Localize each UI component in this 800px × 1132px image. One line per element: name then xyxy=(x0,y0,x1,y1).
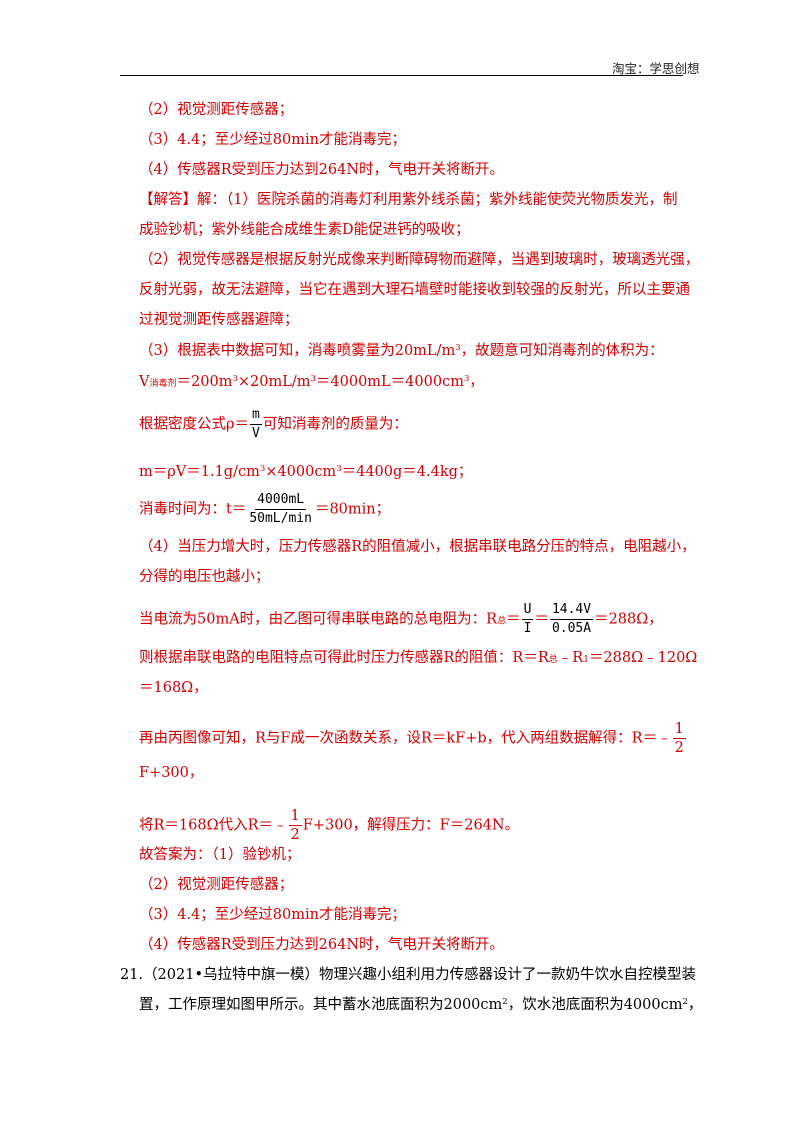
page-header-brand: 淘宝：学思创想 xyxy=(612,61,700,76)
solution-line-5: 过视觉测距传感器避障； xyxy=(139,312,299,328)
sensor-resistance-result: ＝168Ω， xyxy=(139,680,208,696)
solution-line-7: （4）当压力增大时，压力传感器R的阻值减小，根据串联电路分压的特点，电阻越小， xyxy=(139,539,696,555)
header-rule xyxy=(120,75,683,76)
solution-line-6: （3）根据表中数据可知，消毒喷雾量为20mL/m3，故题意可知消毒剂的体积为： xyxy=(139,343,664,359)
mass-equation: m＝ρV＝1.1g/cm3×4000cm3＝4400g＝4.4kg； xyxy=(139,464,473,480)
question-21-line-1: 21.（2021•乌拉特中旗一模）物理兴趣小组利用力传感器设计了一款奶牛饮水自控… xyxy=(120,967,697,983)
sensor-resistance-line: 则根据串联电路的电阻特点可得此时压力传感器R的阻值：R＝R总﹣R1＝288Ω﹣1… xyxy=(139,650,698,666)
solution-line-4: 反射光弱，故无法避障，当它在遇到大理石墙壁时能接收到较强的反射光，所以主要通 xyxy=(139,282,690,298)
volume-equation: V消毒剂＝200m3×20mL/m3＝4000mL＝4000cm3， xyxy=(139,374,484,390)
linear-relation-line: 再由丙图像可知，R与F成一次函数关系，设R＝kF+b，代入两组数据解得：R＝﹣1… xyxy=(139,721,686,756)
solution-tag: 【解答】 xyxy=(139,192,197,208)
question-21-line-2: 置，工作原理如图甲所示。其中蓄水池底面积为2000cm2，饮水池底面积为4000… xyxy=(139,997,703,1013)
answer-line-2: （3）4.4；至少经过80min才能消毒完； xyxy=(139,132,406,148)
solution-line-3: （2）视觉传感器是根据反射光成像来判断障碍物而避障，当遇到玻璃时，玻璃透光强， xyxy=(139,252,700,268)
linear-relation-cont: F+300， xyxy=(139,765,204,781)
answer-line-1: （2）视觉测距传感器； xyxy=(139,102,294,118)
solution-line-8: 分得的电压也越小； xyxy=(139,569,270,585)
final-answer-2: （2）视觉测距传感器； xyxy=(139,877,294,893)
solution-line-1: 【解答】解：（1）医院杀菌的消毒灯利用紫外线杀菌；紫外线能使荧光物质发光，制 xyxy=(139,190,677,210)
answer-line-3: （4）传感器R受到压力达到264N时，气电开关将断开。 xyxy=(139,162,505,178)
solution-line-2: 成验钞机；紫外线能合成维生素D能促进钙的吸收； xyxy=(139,222,470,238)
final-answer-3: （3）4.4；至少经过80min才能消毒完； xyxy=(139,907,406,923)
solution-text: 解：（1）医院杀菌的消毒灯利用紫外线杀菌；紫外线能使荧光物质发光，制 xyxy=(197,192,678,208)
final-answer-1: 故答案为：（1）验钞机； xyxy=(139,847,301,863)
final-answer-4: （4）传感器R受到压力达到264N时，气电开关将断开。 xyxy=(139,937,505,953)
